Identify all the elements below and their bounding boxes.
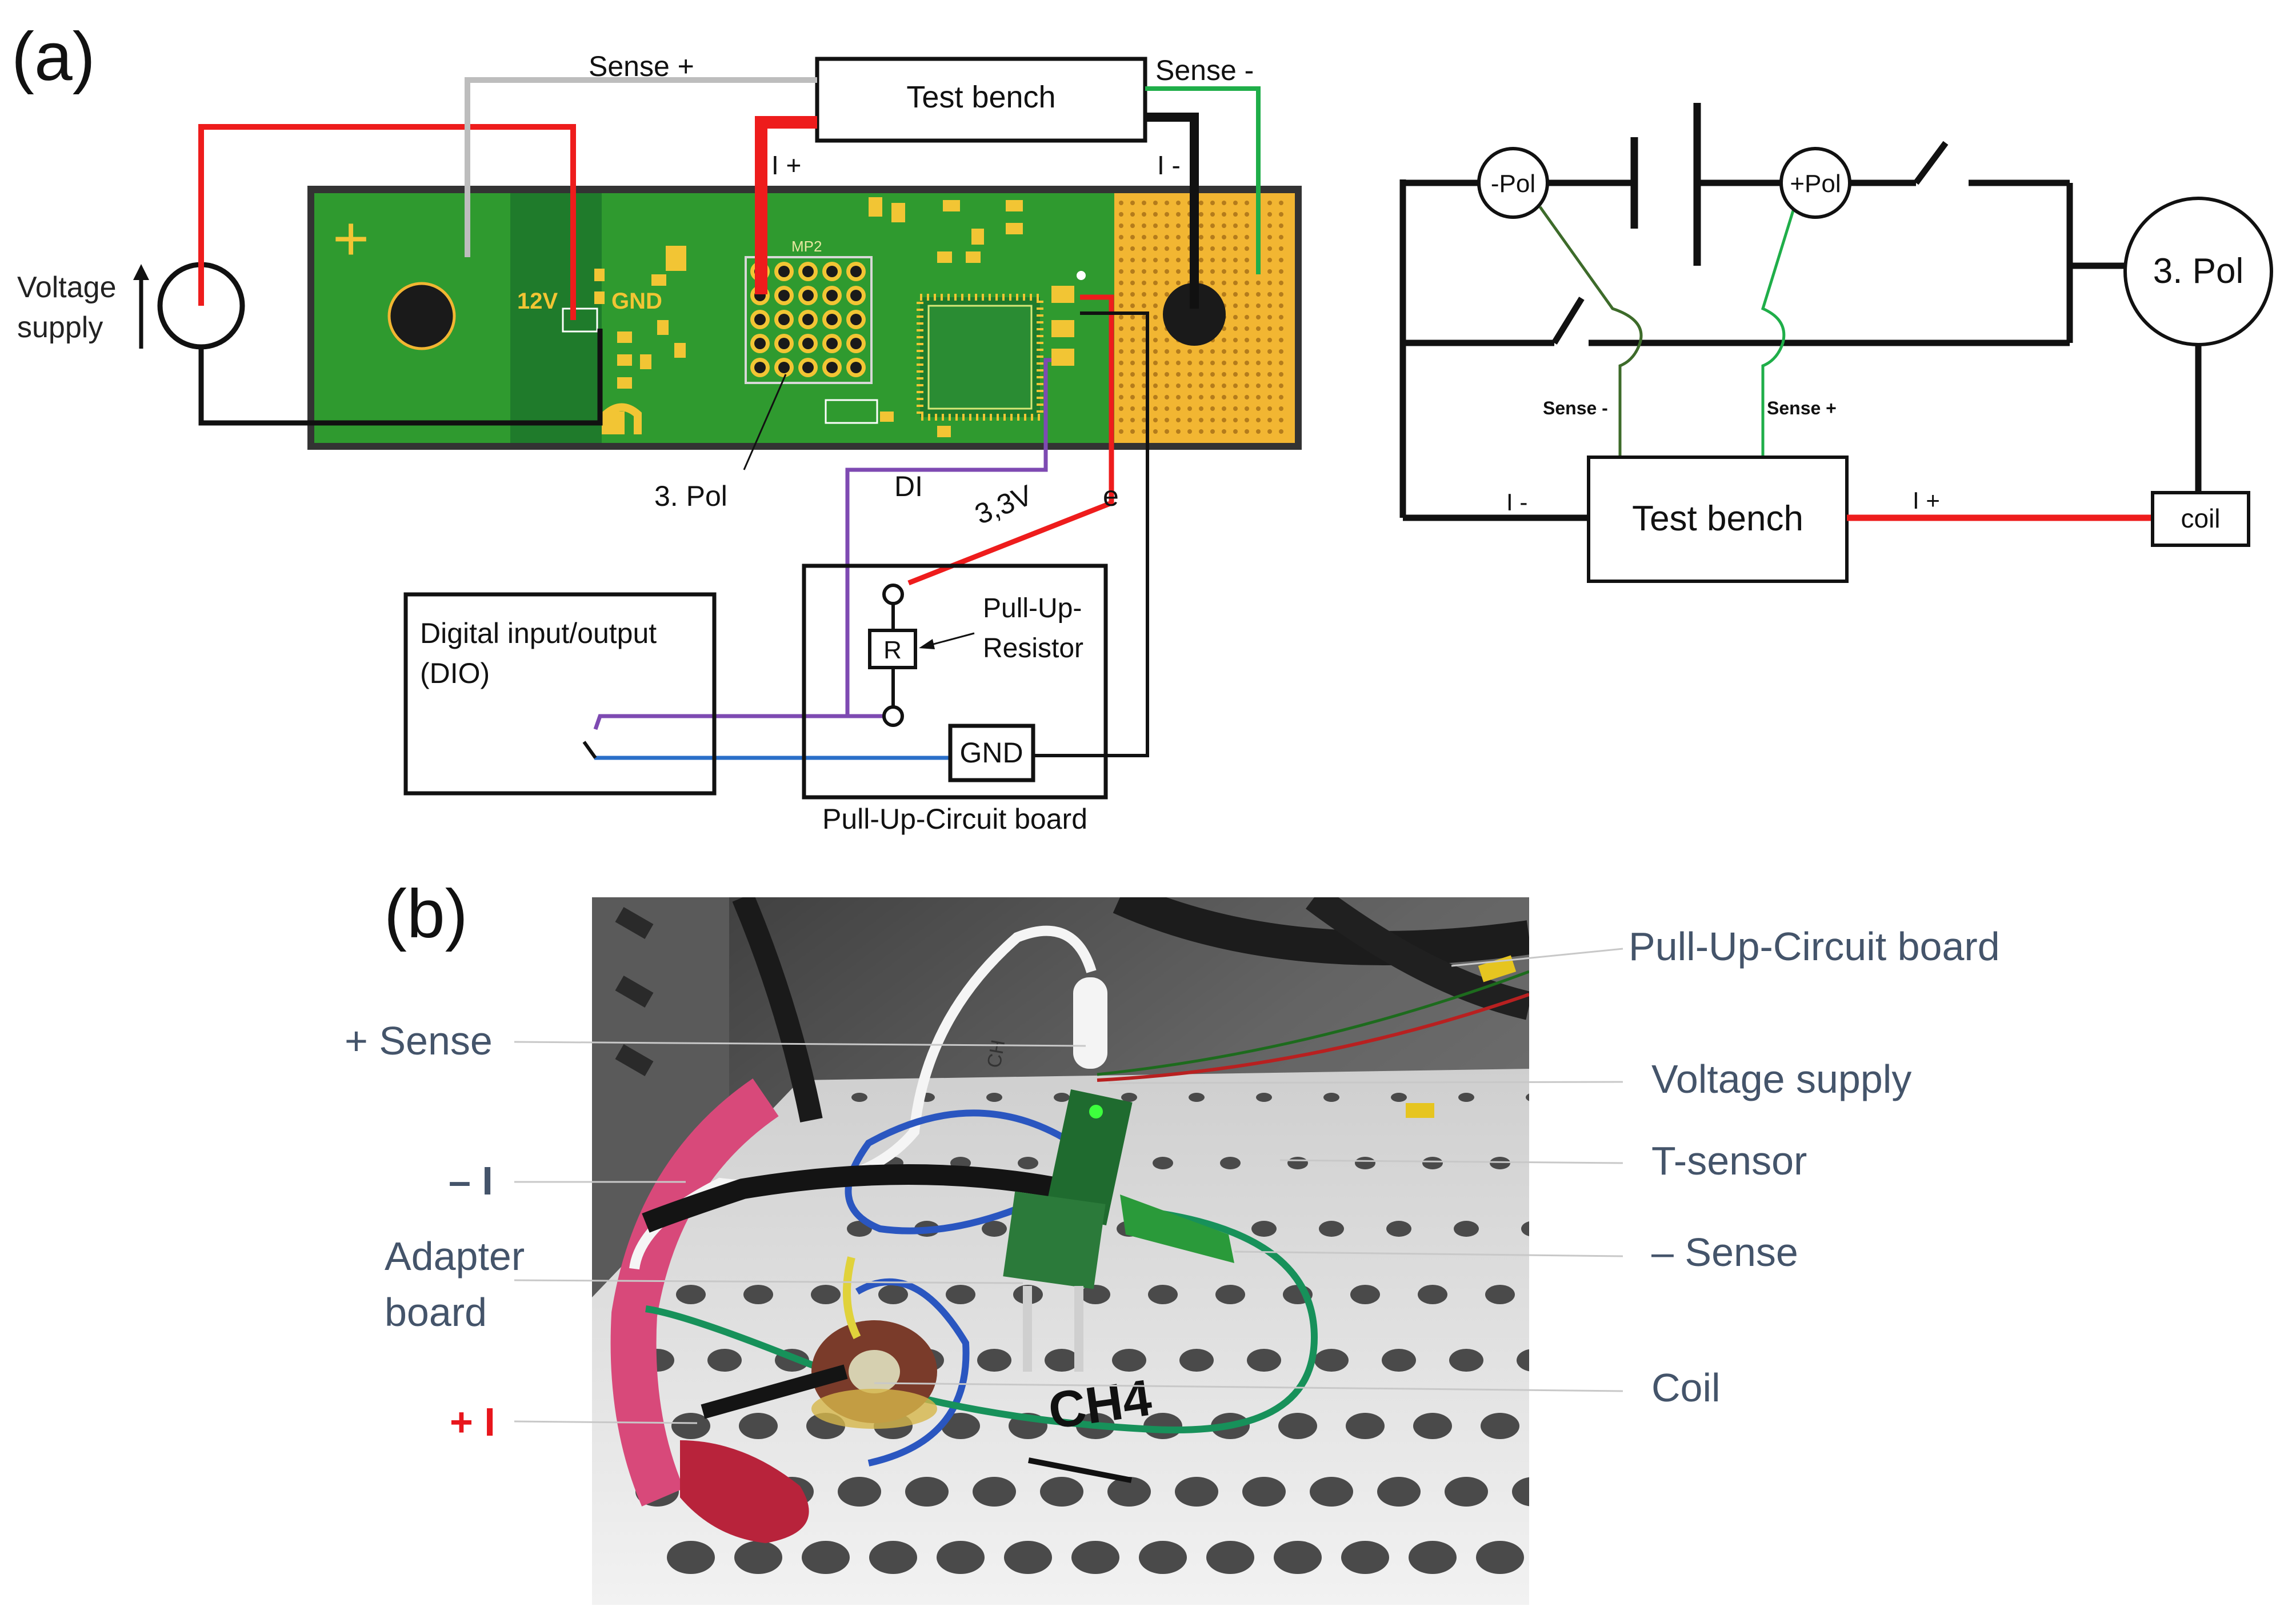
test-bench-box bbox=[815, 57, 1147, 143]
resistor-box bbox=[868, 629, 917, 669]
schematic-test-bench-label: Test bench bbox=[1632, 499, 1803, 538]
pos-pol-label: +Pol bbox=[1790, 170, 1841, 198]
neg-pol-label: -Pol bbox=[1491, 170, 1535, 198]
callout-voltage-supply: Voltage supply bbox=[1651, 1057, 1911, 1101]
mounting-hole-right bbox=[1163, 283, 1226, 346]
dio-switch-contact bbox=[582, 741, 597, 759]
schematic-sense-plus-label: Sense + bbox=[1767, 398, 1837, 418]
setup-photo: CH CH4 bbox=[592, 897, 1529, 1605]
test-bench-label: Test bench bbox=[906, 80, 1055, 114]
dio-label-line2: (DIO) bbox=[420, 657, 490, 689]
middle-switch-blade bbox=[1551, 297, 1585, 345]
pcb-12v-label: 12V bbox=[517, 289, 558, 314]
callout-pull-up-board: Pull-Up-Circuit board bbox=[1629, 924, 2000, 969]
top-switch-blade bbox=[1913, 141, 1949, 185]
voltage-arrow-head bbox=[133, 264, 149, 280]
pcb-gnd-label: GND bbox=[611, 289, 662, 314]
di-label: DI bbox=[894, 470, 923, 502]
perforated-plate bbox=[592, 1069, 1529, 1605]
schematic-test-bench-box bbox=[1587, 456, 1849, 583]
voltage-supply: Voltage supply bbox=[17, 262, 245, 350]
pcb-dark-strip bbox=[510, 193, 602, 443]
i-plus-label: I + bbox=[771, 150, 801, 180]
voltage-supply-label-2: supply bbox=[17, 311, 103, 344]
sense-minus-label: Sense - bbox=[1155, 54, 1254, 86]
dio-box bbox=[403, 592, 717, 796]
callout-lines bbox=[514, 948, 1623, 1424]
green-sense-wire bbox=[645, 1208, 1318, 1433]
pcb-gold-clip bbox=[602, 403, 642, 434]
pull-up-resistor-line1: Pull-Up- bbox=[983, 593, 1082, 624]
mp2-frame bbox=[745, 256, 873, 384]
photo-ch-marker-text: CH4 bbox=[1045, 1369, 1155, 1440]
pullup-top-terminal bbox=[882, 584, 904, 605]
pull-up-board-caption: Pull-Up-Circuit board bbox=[822, 803, 1087, 835]
voltage-supply-label-1: Voltage bbox=[17, 271, 117, 304]
wire-33v-red bbox=[907, 294, 1114, 586]
mounting-hole-left bbox=[387, 282, 456, 350]
pcb-plus-mark: + bbox=[333, 203, 369, 274]
e-label: e bbox=[1103, 480, 1119, 512]
sense-plus-label: Sense + bbox=[589, 50, 694, 82]
schematic-sense-minus-wire bbox=[1538, 206, 1643, 457]
pull-up-resistor-line2: Resistor bbox=[983, 633, 1083, 664]
pullup-gnd-box bbox=[948, 724, 1035, 782]
wire-sense-minus-green bbox=[1145, 86, 1261, 274]
callout-minus-i: – I bbox=[449, 1158, 493, 1203]
third-pol-pointer bbox=[743, 374, 787, 470]
panel-b-label: (b) bbox=[384, 876, 468, 952]
callout-plus-sense: + Sense bbox=[345, 1018, 493, 1063]
wire-i-plus-red bbox=[755, 116, 817, 294]
third-pol-circle bbox=[2123, 197, 2273, 346]
wire-supply-red bbox=[198, 124, 576, 320]
callout-coil: Coil bbox=[1651, 1365, 1721, 1410]
pink-hose bbox=[610, 1078, 779, 1507]
adapter-pcb: + 12V GND MP2 bbox=[307, 186, 1302, 450]
schematic-i-plus-label: I + bbox=[1913, 487, 1940, 514]
callout-adapter-board-line1: Adapter bbox=[385, 1234, 525, 1279]
pos-pol-circle bbox=[1779, 147, 1851, 219]
neg-pol-circle bbox=[1477, 147, 1549, 219]
callout-minus-sense: – Sense bbox=[1651, 1230, 1798, 1275]
wire-sense-plus-gray bbox=[465, 77, 817, 257]
callout-t-sensor: T-sensor bbox=[1651, 1138, 1807, 1183]
resistor-pointer-head bbox=[919, 639, 935, 649]
schematic-sense-minus-label: Sense - bbox=[1543, 398, 1608, 418]
schematic bbox=[1399, 103, 2202, 521]
pull-up-board-box bbox=[802, 564, 1108, 800]
wire-di-purple bbox=[593, 358, 1051, 730]
schematic-third-pol-label: 3. Pol bbox=[2153, 251, 2244, 291]
dio-label-line1: Digital input/output bbox=[420, 617, 657, 649]
pcb-components bbox=[562, 197, 1074, 437]
photo-ch-marking: CH bbox=[983, 1038, 1009, 1069]
pullup-gnd-label: GND bbox=[959, 737, 1023, 769]
microcontroller-body bbox=[927, 305, 1033, 410]
pcb-white-dot bbox=[1077, 271, 1086, 280]
schematic-i-minus-label: I - bbox=[1506, 489, 1527, 516]
photo-pcb bbox=[1045, 1089, 1133, 1226]
schematic-sense-plus-wire bbox=[1761, 206, 1796, 457]
panel-a-label: (a) bbox=[11, 18, 95, 95]
v33-label: 3,3V bbox=[970, 479, 1037, 531]
callout-adapter-board-line2: board bbox=[385, 1290, 487, 1335]
callout-plus-i: + I bbox=[450, 1400, 495, 1444]
resistor-label: R bbox=[883, 636, 902, 664]
wires-a bbox=[198, 77, 1261, 760]
third-pol-label: 3. Pol bbox=[654, 480, 727, 512]
i-minus-label: I - bbox=[1157, 150, 1181, 180]
schematic-coil-label: coil bbox=[2181, 504, 2220, 533]
wire-i-minus-black bbox=[1145, 113, 1199, 309]
pcb-mp2-label: MP2 bbox=[791, 238, 822, 255]
wire-supply-black bbox=[198, 329, 603, 426]
green-clip bbox=[1120, 1194, 1234, 1263]
schematic-coil-box bbox=[2151, 491, 2250, 547]
pullup-bottom-terminal bbox=[882, 705, 904, 727]
